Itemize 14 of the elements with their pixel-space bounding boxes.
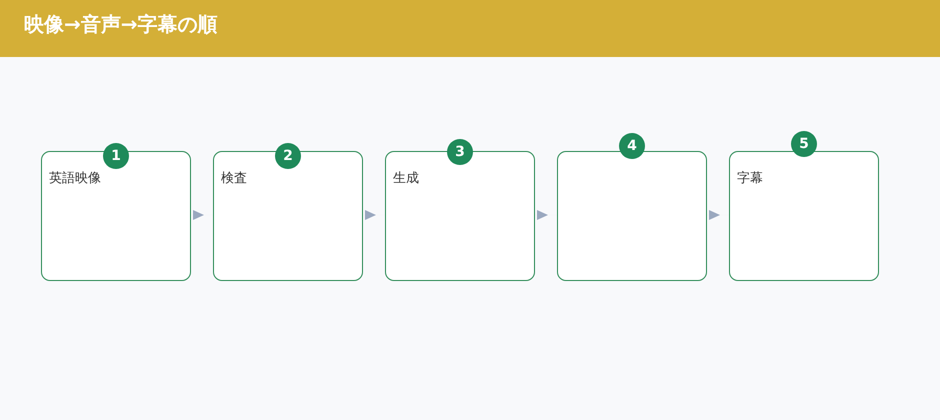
step-label: 字幕	[737, 170, 764, 187]
step-number: 2	[275, 143, 301, 169]
title: 映像→音声→字幕の順	[24, 11, 218, 38]
step-number: 3	[447, 139, 473, 165]
step-box	[557, 151, 707, 281]
step-number: 5	[791, 131, 817, 157]
step-label: 生成	[393, 170, 420, 187]
step-box	[41, 151, 191, 281]
step-number: 4	[619, 133, 645, 159]
step-box	[729, 151, 879, 281]
step-label: 英語映像	[49, 170, 102, 187]
step-number: 1	[103, 143, 129, 169]
step-label: 検査	[221, 170, 248, 187]
step-box	[213, 151, 363, 281]
